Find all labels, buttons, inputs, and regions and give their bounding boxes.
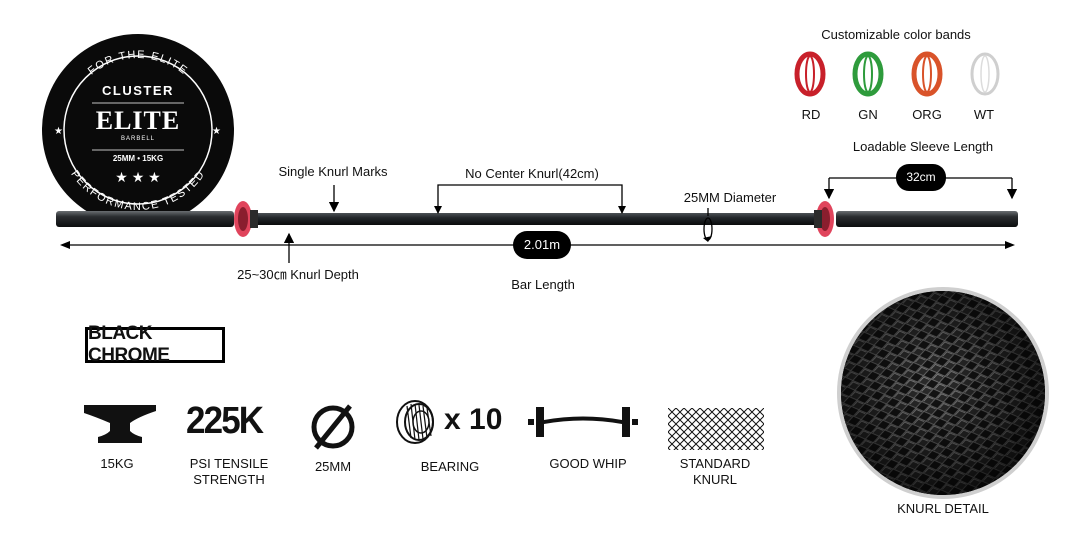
knurl-detail-image [837, 287, 1049, 499]
left-collar [234, 201, 258, 237]
feature-label-bearing: BEARING [420, 459, 480, 474]
single-knurl-label: Single Knurl Marks [278, 164, 388, 179]
band-label-rd: RD [801, 107, 821, 122]
band-ring-wt[interactable] [970, 52, 1000, 96]
badge-stars: ★ ★ ★ [115, 169, 161, 185]
badge-title: ELITE [95, 106, 181, 135]
band-label-wt: WT [973, 107, 995, 122]
sleeve-length-label: Loadable Sleeve Length [852, 139, 994, 154]
bearing-icon [396, 400, 434, 444]
badge-disc: FOR THE ELITE PERFORMANCE TESTED ★ ★ [42, 34, 234, 226]
color-bands-heading: Customizable color bands [821, 27, 971, 42]
band-label-org: ORG [912, 107, 942, 122]
band-label-gn: GN [858, 107, 878, 122]
band-ring-org[interactable] [911, 51, 943, 97]
star-icon: ★ [54, 126, 63, 137]
band-ring-rd[interactable] [794, 51, 826, 97]
sleeve-length-value: 32cm [906, 170, 936, 184]
knurl-detail-label: KNURL DETAIL [897, 501, 989, 516]
diameter-icon [311, 404, 355, 450]
tensile-icon: 225K [186, 400, 264, 442]
badge-subtitle: BARBELL [120, 136, 155, 142]
brand-badge: FOR THE ELITE PERFORMANCE TESTED ★ ★ CLU… [40, 32, 236, 228]
bar-length-value: 2.01m [523, 237, 561, 252]
right-collar [814, 201, 834, 237]
feature-label-whip: GOOD WHIP [549, 456, 627, 471]
center-knurl-bracket [437, 184, 623, 213]
feature-label-knurl: STANDARD KNURL [679, 456, 751, 487]
knurl-icon [668, 408, 764, 450]
left-sleeve [56, 211, 234, 227]
bearing-count: x 10 [444, 403, 503, 436]
barbell-diagram [56, 164, 1018, 263]
knurl-depth-label: 25~30㎝ Knurl Depth [237, 267, 359, 282]
feature-label-weight: 15KG [100, 456, 134, 471]
band-ring-gn[interactable] [852, 51, 884, 97]
color-band-rings [794, 51, 1000, 97]
feature-label-tensile: PSI TENSILE STRENGTH [189, 456, 269, 487]
badge-brand: CLUSTER [102, 83, 174, 98]
star-icon: ★ [212, 126, 221, 137]
right-sleeve [836, 211, 1018, 227]
bar-length-label: Bar Length [511, 277, 575, 292]
bar-shaft [256, 213, 816, 225]
finish-badge: BLACK CHROME [85, 323, 225, 366]
no-center-knurl-label: No Center Knurl(42cm) [465, 166, 599, 181]
whip-icon [528, 407, 638, 437]
anvil-icon [84, 405, 156, 443]
diameter-label: 25MM Diameter [683, 190, 777, 205]
feature-label-diameter: 25MM [314, 459, 352, 474]
sleeve-length-pill [896, 164, 946, 191]
badge-spec: 25MM • 15KG [112, 154, 164, 163]
bar-length-pill [513, 231, 571, 259]
